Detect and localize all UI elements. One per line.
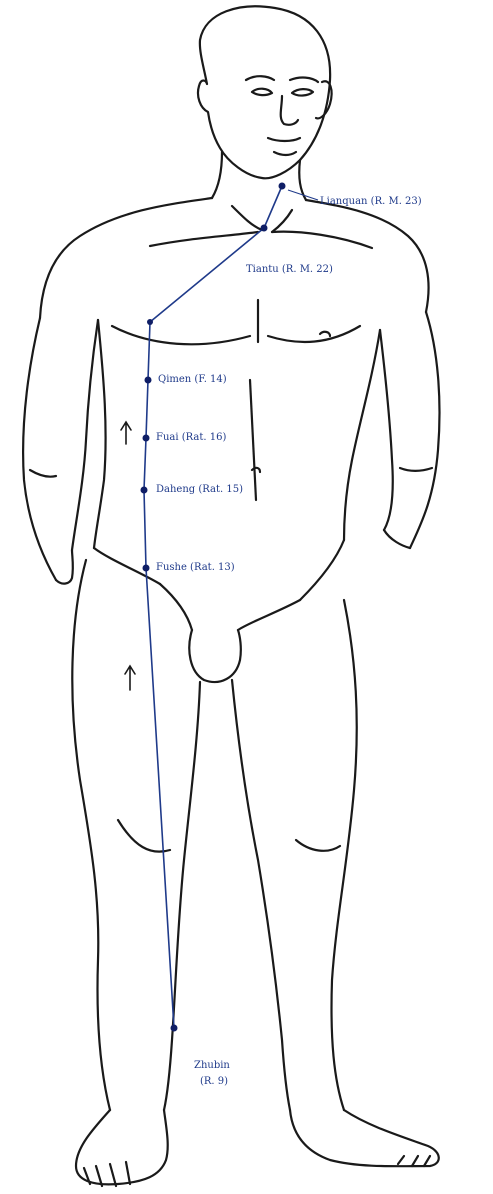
- chin: [274, 152, 296, 155]
- shoulder-right: [306, 200, 429, 312]
- left-hand: [56, 550, 73, 584]
- head-outline: [198, 6, 330, 178]
- left-arm-outer: [23, 318, 56, 580]
- neck-left: [212, 152, 222, 198]
- neck-tendon: [232, 206, 262, 230]
- chest-left: [112, 326, 250, 344]
- upward-arrow-thigh: [125, 666, 135, 690]
- right-leg-outer: [332, 600, 357, 1110]
- label-zhubin-code: (R. 9): [200, 1076, 228, 1088]
- nose: [281, 96, 298, 125]
- torso-left: [94, 320, 106, 548]
- neck-tendon-2: [272, 210, 292, 232]
- left-arm-inner: [72, 320, 98, 550]
- point-upper-chest: [147, 319, 153, 325]
- shoulder-left: [40, 198, 212, 318]
- label-qimen: Qimen (F. 14): [158, 374, 227, 386]
- genitals: [189, 630, 241, 682]
- right-toes: [398, 1156, 430, 1166]
- right-elbow: [400, 468, 432, 471]
- point-tiantu: [261, 225, 268, 232]
- point-qimen: [145, 377, 152, 384]
- left-eye: [252, 89, 272, 95]
- left-brow: [246, 76, 274, 80]
- chest-right: [268, 326, 360, 342]
- torso-right: [344, 330, 380, 540]
- upward-arrow-abdomen: [121, 422, 131, 444]
- groin-left: [160, 584, 192, 630]
- left-leg-outer: [72, 560, 110, 1110]
- left-elbow: [30, 470, 56, 477]
- left-leg-inner: [164, 682, 200, 1110]
- right-knee: [296, 840, 340, 851]
- clavicle-left: [150, 232, 258, 246]
- right-arm-outer: [410, 312, 440, 548]
- right-leg-inner: [232, 680, 290, 1110]
- clavicle-right: [272, 232, 372, 248]
- right-eye: [292, 89, 313, 95]
- label-daheng: Daheng (Rat. 15): [156, 484, 243, 496]
- left-foot: [76, 1110, 168, 1184]
- right-brow: [290, 78, 318, 82]
- point-zhubin: [171, 1025, 178, 1032]
- point-fuai: [143, 435, 150, 442]
- label-tiantu: Tiantu (R. M. 22): [246, 264, 333, 276]
- right-hand: [384, 530, 410, 548]
- label-lianquan: Lianquan (R. M. 23): [320, 196, 422, 208]
- point-lianquan: [279, 183, 286, 190]
- mouth: [268, 138, 300, 141]
- label-fuai: Fuai (Rat. 16): [156, 432, 226, 444]
- nipple-right: [320, 332, 330, 336]
- point-fushe: [143, 565, 150, 572]
- abdomen-line: [250, 380, 256, 500]
- navel: [252, 468, 260, 472]
- label-zhubin-name: Zhubin: [194, 1060, 230, 1072]
- label-fushe: Fushe (Rat. 13): [156, 562, 235, 574]
- groin-right: [238, 600, 300, 630]
- hip-right: [300, 540, 344, 600]
- right-arm-inner: [380, 330, 393, 530]
- hip-left: [94, 548, 160, 584]
- meridian-path: [144, 186, 282, 1028]
- point-daheng: [141, 487, 148, 494]
